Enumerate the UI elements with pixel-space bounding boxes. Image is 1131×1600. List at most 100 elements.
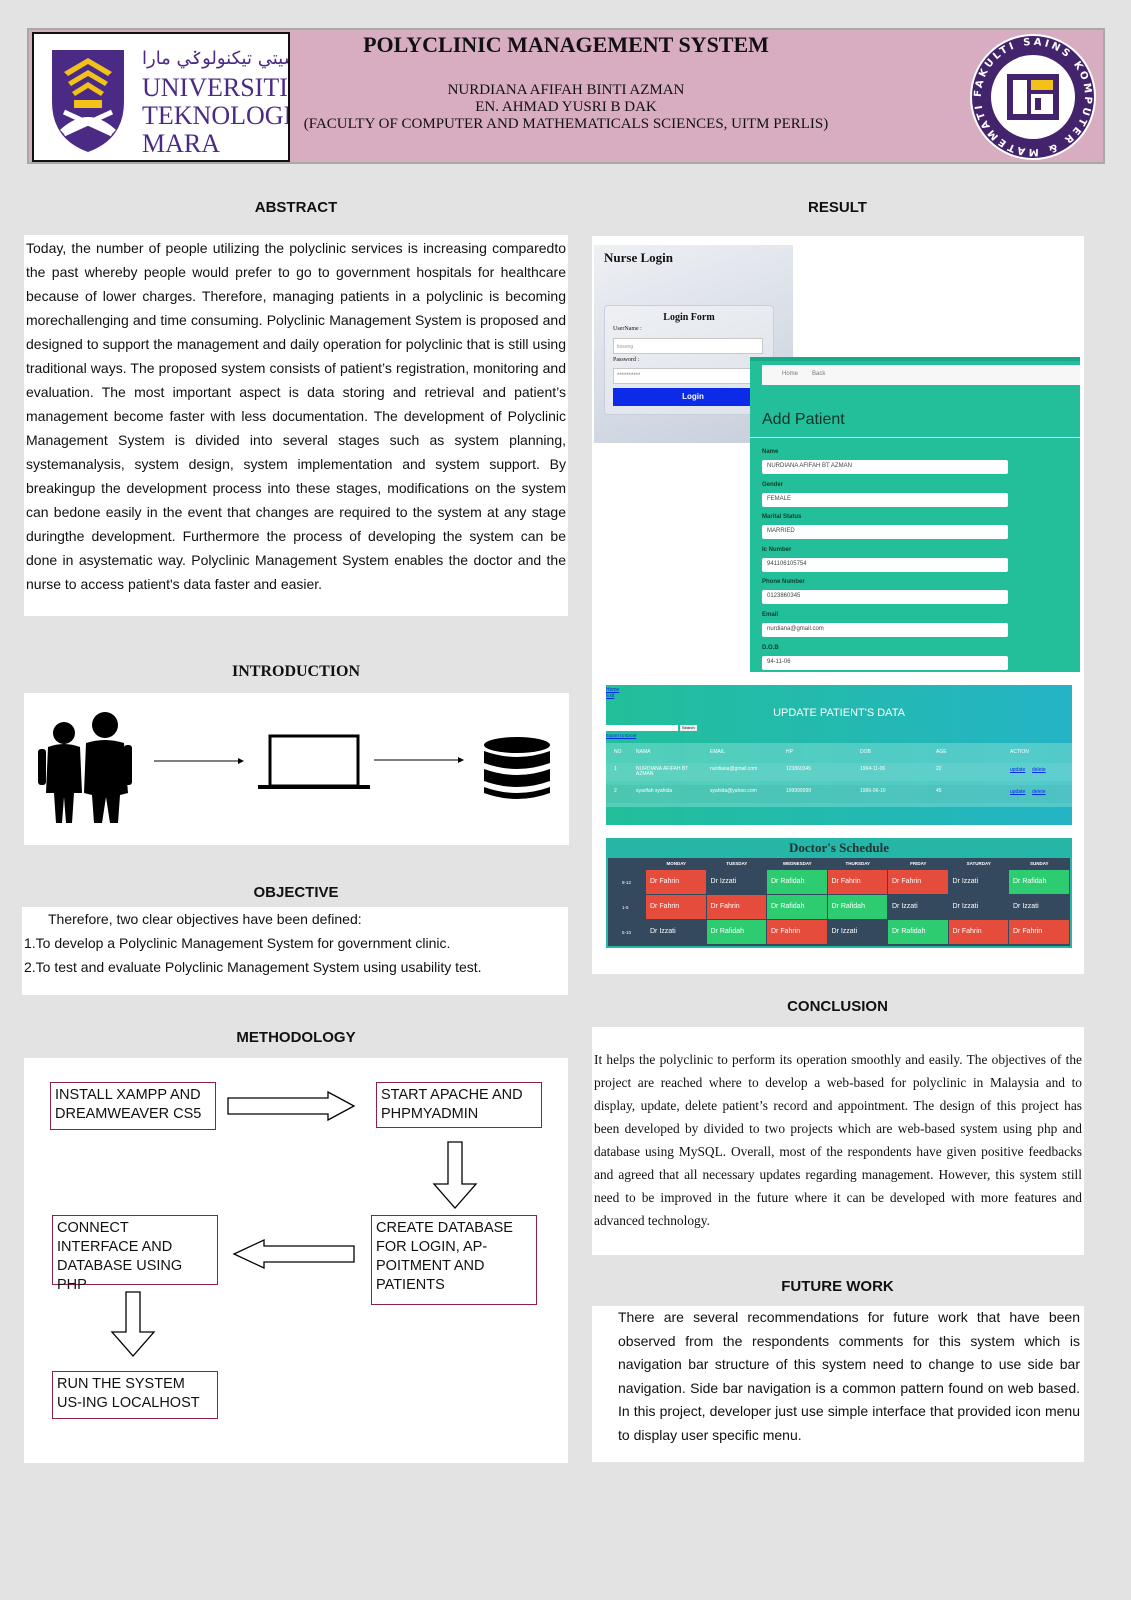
objective-item-1: 1.To develop a Polyclinic Management Sys… xyxy=(24,935,451,951)
doctor-schedule-title: Doctor's Schedule xyxy=(788,840,890,855)
schedule-day-header: FRIDAY xyxy=(910,861,927,866)
schedule-cell: Dr Izzati xyxy=(948,870,1008,894)
methodology-panel: INSTALL XAMPP AND DREAMWEAVER CS5 START … xyxy=(24,1058,568,1463)
schedule-cell: Dr Izzati xyxy=(706,870,766,894)
supervisor-name: EN. AHMAD YUSRI B DAK xyxy=(475,99,657,115)
author-name: NURDIANA AFIFAH BINTI AZMAN xyxy=(447,82,685,98)
schedule-cell: Dr Izzati xyxy=(948,895,1008,919)
update-link[interactable]: update xyxy=(1010,789,1026,795)
laptop-icon xyxy=(258,734,370,789)
login-button[interactable]: Login xyxy=(613,388,773,406)
objective-item-2: 2.To test and evaluate Polyclinic Manage… xyxy=(24,959,482,975)
table-header-cell: NAMA xyxy=(636,749,651,755)
table-cell: 1994-11-06 xyxy=(860,766,886,772)
table-header-cell: AGE xyxy=(936,749,947,755)
objective-heading: OBJECTIVE xyxy=(253,884,339,901)
schedule-cell: Dr Rafidah xyxy=(767,895,827,919)
add-patient-input[interactable]: FEMALE xyxy=(762,492,1008,507)
schedule-slot-label: 8-12 xyxy=(622,880,632,885)
table-header-cell: DOB xyxy=(860,749,871,755)
conclusion-panel: It helps the polyclinic to perform its o… xyxy=(592,1027,1084,1255)
delete-link[interactable]: delete xyxy=(1032,789,1046,795)
add-patient-input[interactable]: MARRIED xyxy=(762,525,1008,540)
username-label: UserName : xyxy=(613,326,642,332)
table-cell: 1996-06-10 xyxy=(860,788,886,794)
fskm-logo: FAKULTI SAINS KOMPUTER & MATEMATIK xyxy=(960,24,1101,162)
add-patient-input[interactable]: NURDIANA AFIFAH BT AZMAN xyxy=(762,460,1008,474)
table-cell: 123860345 xyxy=(786,766,812,772)
database-icon xyxy=(484,737,550,799)
schedule-cell: Dr Izzati xyxy=(646,920,706,944)
future-work-heading: FUTURE WORK xyxy=(781,1278,894,1295)
password-label: Password : xyxy=(613,357,640,363)
update-home-link[interactable]: Home xyxy=(606,687,620,693)
schedule-day-header: WEDNESDAY xyxy=(782,861,812,866)
add-patient-navbar: Home Back xyxy=(762,365,1080,385)
method-step-2: START APACHE AND PHPMYADMIN xyxy=(376,1082,542,1128)
password-input[interactable]: ********** xyxy=(613,368,763,384)
table-cell: 1 xyxy=(614,766,617,772)
conclusion-heading: CONCLUSION xyxy=(787,998,888,1015)
schedule-day-header: SATURDAY xyxy=(966,861,991,866)
schedule-cell: Dr Fahrin xyxy=(767,920,827,944)
methodology-heading: METHODOLOGY xyxy=(236,1029,356,1046)
introduction-heading: INTRODUCTION xyxy=(231,663,360,680)
introduction-flow-diagram xyxy=(38,712,550,823)
arrow-right-icon xyxy=(227,1090,356,1122)
objective-panel: Therefore, two clear objectives have bee… xyxy=(22,907,568,995)
table-cell: NURDIANA AFIFAH BT AZMAN xyxy=(636,766,689,777)
table-header-cell: ACTION xyxy=(1010,749,1029,755)
update-patient-table: NO NAMA EMAIL HP DOB AGE ACTION 1 NURDIANA AFIFA… xyxy=(606,743,1072,807)
table-cell: 2 xyxy=(614,788,617,794)
login-form-title: Login Form xyxy=(663,312,715,323)
schedule-day-header: THURSDAY xyxy=(845,861,871,866)
conclusion-text: It helps the polyclinic to perform its o… xyxy=(594,1052,1082,1228)
abstract-panel: Today, the number of people utilizing th… xyxy=(24,235,568,616)
nav-back-link[interactable]: Back xyxy=(812,371,826,377)
schedule-cell: Dr Fahrin xyxy=(827,870,887,894)
update-patient-screenshot: Home Exit UPDATE PATIENT'S DATA Search E… xyxy=(606,685,1072,825)
future-work-text: There are several recommendations for fu… xyxy=(618,1309,1080,1443)
username-input[interactable]: kosong xyxy=(613,338,763,354)
schedule-cell: Dr Fahrin xyxy=(1009,920,1069,944)
add-patient-title: Add Patient xyxy=(762,411,845,428)
update-exit-link[interactable]: Exit xyxy=(606,693,615,699)
schedule-day-header: MONDAY xyxy=(666,861,687,866)
abstract-heading: ABSTRACT xyxy=(254,199,338,216)
nav-home-link[interactable]: Home xyxy=(782,371,799,377)
add-patient-label: Ic Number xyxy=(762,546,792,553)
update-search-input[interactable] xyxy=(606,725,678,731)
method-step-4: CONNECT INTERFACE AND DATABASE USING PHP xyxy=(52,1215,218,1293)
schedule-cell: Dr Rafidah xyxy=(706,920,766,944)
update-search-button[interactable]: Search xyxy=(680,725,697,731)
arrow-down-icon xyxy=(432,1141,478,1209)
table-cell: 22 xyxy=(936,766,942,772)
add-patient-input[interactable]: 94-11-06 xyxy=(762,655,1008,670)
table-cell: 45 xyxy=(936,788,942,794)
table-cell: 199999999 xyxy=(786,788,812,794)
fskm-seal-icon: FAKULTI SAINS KOMPUTER & MATEMATIK xyxy=(960,24,1096,160)
schedule-cell: Dr Izzati xyxy=(888,895,948,919)
delete-link[interactable]: delete xyxy=(1032,767,1046,773)
table-cell: syahida@yahoo.com xyxy=(710,788,757,794)
arrow-down-icon-2 xyxy=(110,1291,156,1357)
add-patient-input[interactable]: 941106105754 xyxy=(762,557,1008,572)
add-patient-input[interactable]: nurdiana@gmail.com xyxy=(762,623,1008,637)
table-header-cell: NO xyxy=(614,749,622,755)
export-excel-link[interactable]: Export to Excel xyxy=(606,733,637,738)
poster-title: POLYCLINIC MANAGEMENT SYSTEM xyxy=(363,32,769,57)
future-work-panel: There are several recommendations for fu… xyxy=(592,1306,1084,1462)
add-patient-input[interactable]: 0123860345 xyxy=(762,590,1008,605)
schedule-cell: Dr Fahrin xyxy=(706,895,766,919)
schedule-cell: Dr Fahrin xyxy=(646,895,706,919)
add-patient-label: D.O.B xyxy=(762,644,779,651)
schedule-cell: Dr Fahrin xyxy=(948,920,1008,944)
method-step-1: INSTALL XAMPP AND DREAMWEAVER CS5 xyxy=(50,1082,216,1130)
table-header-cell: EMAIL xyxy=(710,749,726,755)
schedule-cell: Dr Fahrin xyxy=(646,870,706,894)
update-link[interactable]: update xyxy=(1010,767,1026,773)
faculty-name: (FACULTY OF COMPUTER AND MATHEMATICALS S… xyxy=(303,116,829,132)
table-header-cell: HP xyxy=(786,749,793,755)
